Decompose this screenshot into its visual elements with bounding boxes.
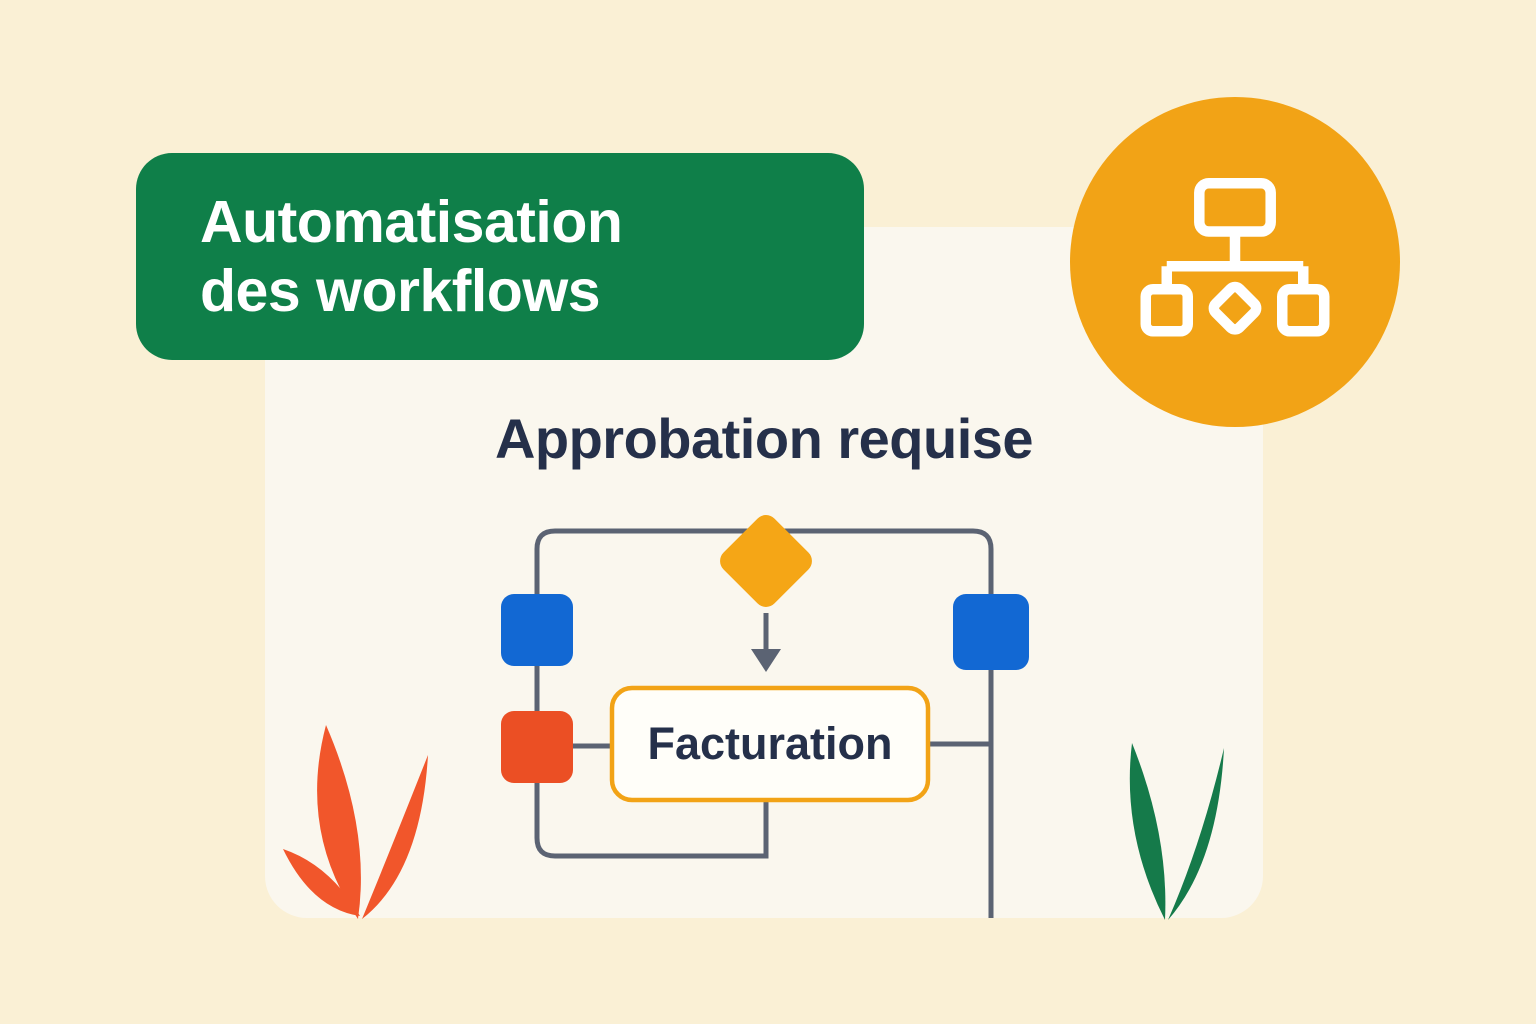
- icon-top-node: [1194, 178, 1276, 237]
- connector-loop: [534, 528, 994, 918]
- task-node-blue-left: [501, 594, 573, 666]
- badge-title-line-2: des workflows: [200, 257, 601, 324]
- flowchart-icon: [1140, 178, 1330, 337]
- plant-left-leaf-2: [317, 725, 361, 919]
- plant-left: [283, 725, 428, 919]
- plant-right: [1129, 743, 1224, 920]
- icon-square-right: [1277, 284, 1330, 337]
- icon-diamond: [1208, 281, 1262, 335]
- plant-right-leaf-1: [1129, 743, 1166, 920]
- process-node: [609, 685, 931, 803]
- plant-right-leaf-2: [1168, 748, 1224, 920]
- process-node-label: Facturation: [647, 718, 893, 769]
- card-title: Approbation requise: [494, 407, 1034, 470]
- task-node-red: [501, 711, 573, 783]
- icon-square-left: [1140, 284, 1193, 337]
- task-node-blue-right: [953, 594, 1029, 670]
- arrow-head-icon: [751, 649, 781, 672]
- badge-title-line-1: Automatisation: [200, 188, 623, 255]
- connector-lines: [534, 528, 994, 918]
- decision-diamond-icon: [720, 515, 812, 607]
- plant-left-leaf-3: [362, 755, 428, 919]
- title-badge: Automatisation des workflows: [136, 153, 864, 360]
- workflow-icon-circle: [1070, 97, 1400, 427]
- plant-left-leaf-1: [283, 849, 360, 916]
